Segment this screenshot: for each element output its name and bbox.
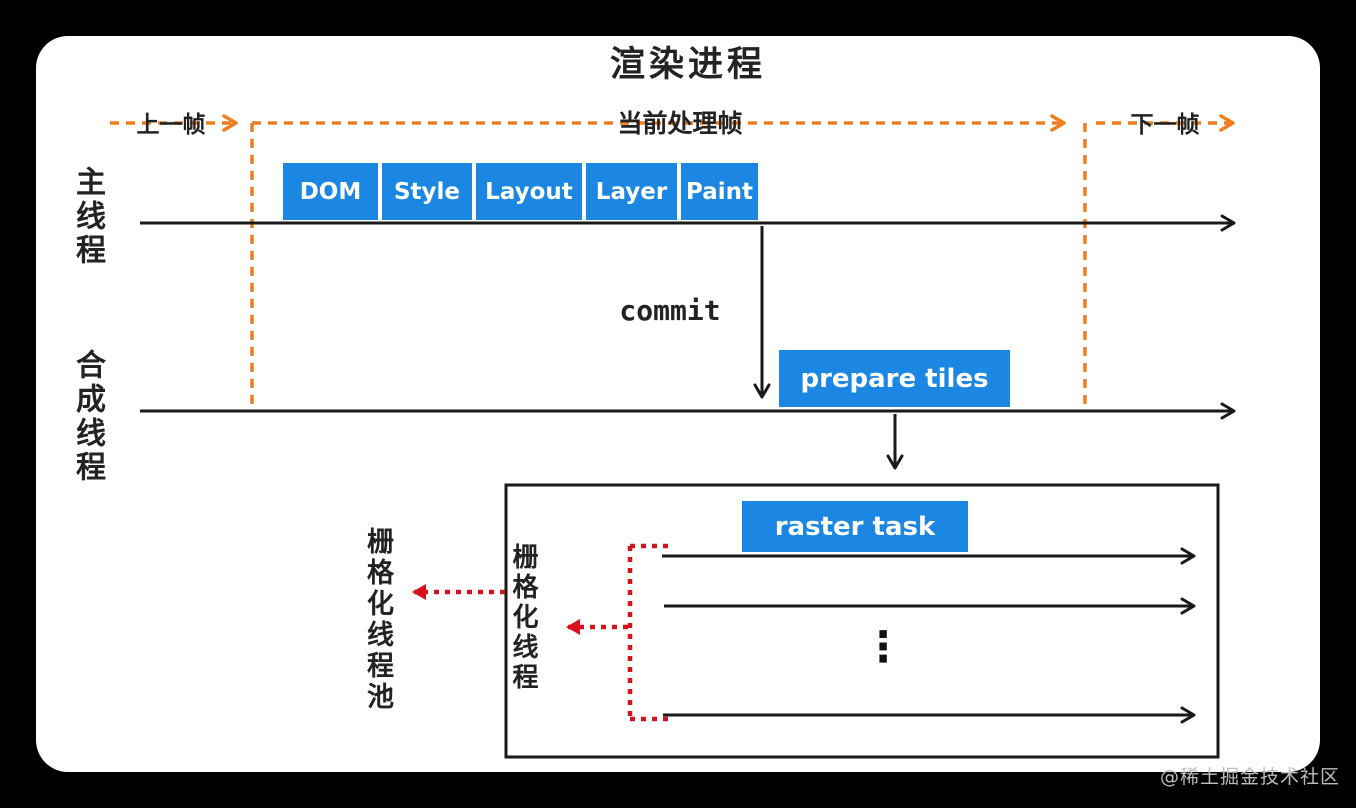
watermark: @稀土掘金技术社区 [1159,766,1340,788]
main-thread-stage-row: DOM Style Layout Layer Paint [283,163,758,220]
next-frame-label: 下一帧 [1130,112,1200,138]
stage-box-dom: DOM [283,163,378,220]
commit-label: commit [619,294,721,327]
stage-box-paint: Paint [681,163,758,220]
raster-task-box: raster task [742,501,968,552]
compositor-thread-label: 合成线程 [70,349,105,485]
stage-box-layer: Layer [586,163,677,220]
prepare-tiles-box: prepare tiles [779,350,1010,407]
diagram-card [36,36,1320,772]
diagram-title: 渲染进程 [609,45,766,85]
stage-box-layout: Layout [476,163,582,220]
current-frame-label: 当前处理帧 [617,109,743,138]
stage-box-style: Style [382,163,472,220]
more-threads-ellipsis: ⋮ [862,622,904,671]
raster-pool-label: 栅格化线程池 [362,527,393,713]
prev-frame-label: 上一帧 [136,112,206,138]
main-thread-label: 主线程 [70,166,105,268]
raster-thread-label: 栅格化线程 [508,543,538,693]
